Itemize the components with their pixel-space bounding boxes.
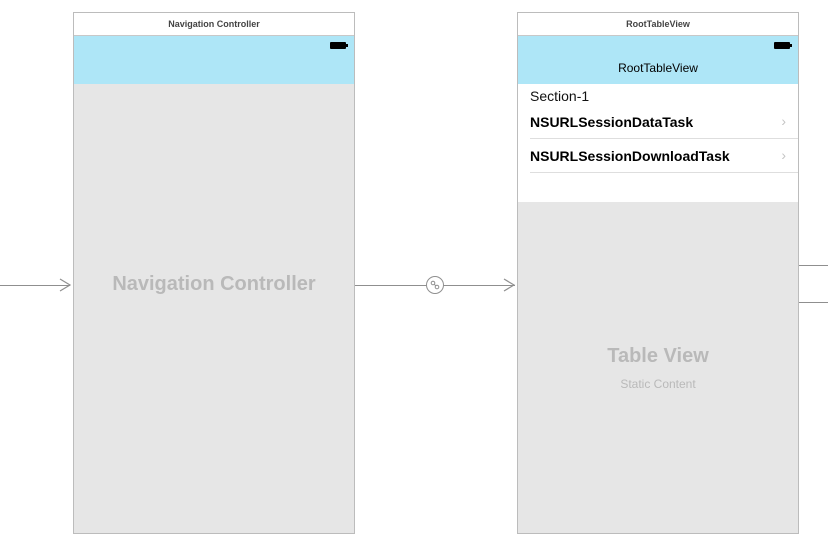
outgoing-segue-line[interactable] (799, 265, 828, 266)
chevron-right-icon: › (781, 147, 786, 163)
cell-label: NSURLSessionDataTask (530, 113, 694, 130)
navigation-bar[interactable]: RootTableView (518, 36, 798, 84)
navigation-controller-scene[interactable]: Navigation Controller Navigation Control… (73, 12, 355, 534)
segue-arrow-icon (503, 278, 516, 292)
navigation-bar[interactable] (74, 36, 354, 84)
battery-icon (330, 42, 348, 49)
battery-icon (774, 42, 792, 49)
table-cell[interactable]: NSURLSessionDataTask › (530, 105, 798, 139)
nav-title: RootTableView (618, 61, 698, 75)
chevron-right-icon: › (781, 113, 786, 129)
entry-point-line (0, 285, 70, 286)
segue-link-icon[interactable] (426, 276, 444, 294)
table-cell[interactable]: NSURLSessionDownloadTask › (530, 139, 798, 173)
static-table[interactable]: Section-1 NSURLSessionDataTask › NSURLSe… (518, 84, 798, 202)
outgoing-segue-line[interactable] (799, 302, 828, 303)
scene-header[interactable]: RootTableView (518, 13, 798, 36)
entry-arrow-icon (59, 278, 72, 292)
table-view-placeholder-subtitle: Static Content (620, 377, 696, 391)
cell-label: NSURLSessionDownloadTask (530, 147, 730, 164)
scene-placeholder-label: Navigation Controller (112, 273, 316, 295)
table-view-placeholder-title: Table View (607, 345, 709, 367)
section-header: Section-1 (530, 88, 590, 104)
scene-header[interactable]: Navigation Controller (74, 13, 354, 36)
root-table-view-scene[interactable]: RootTableView RootTableView Section-1 NS… (517, 12, 799, 534)
